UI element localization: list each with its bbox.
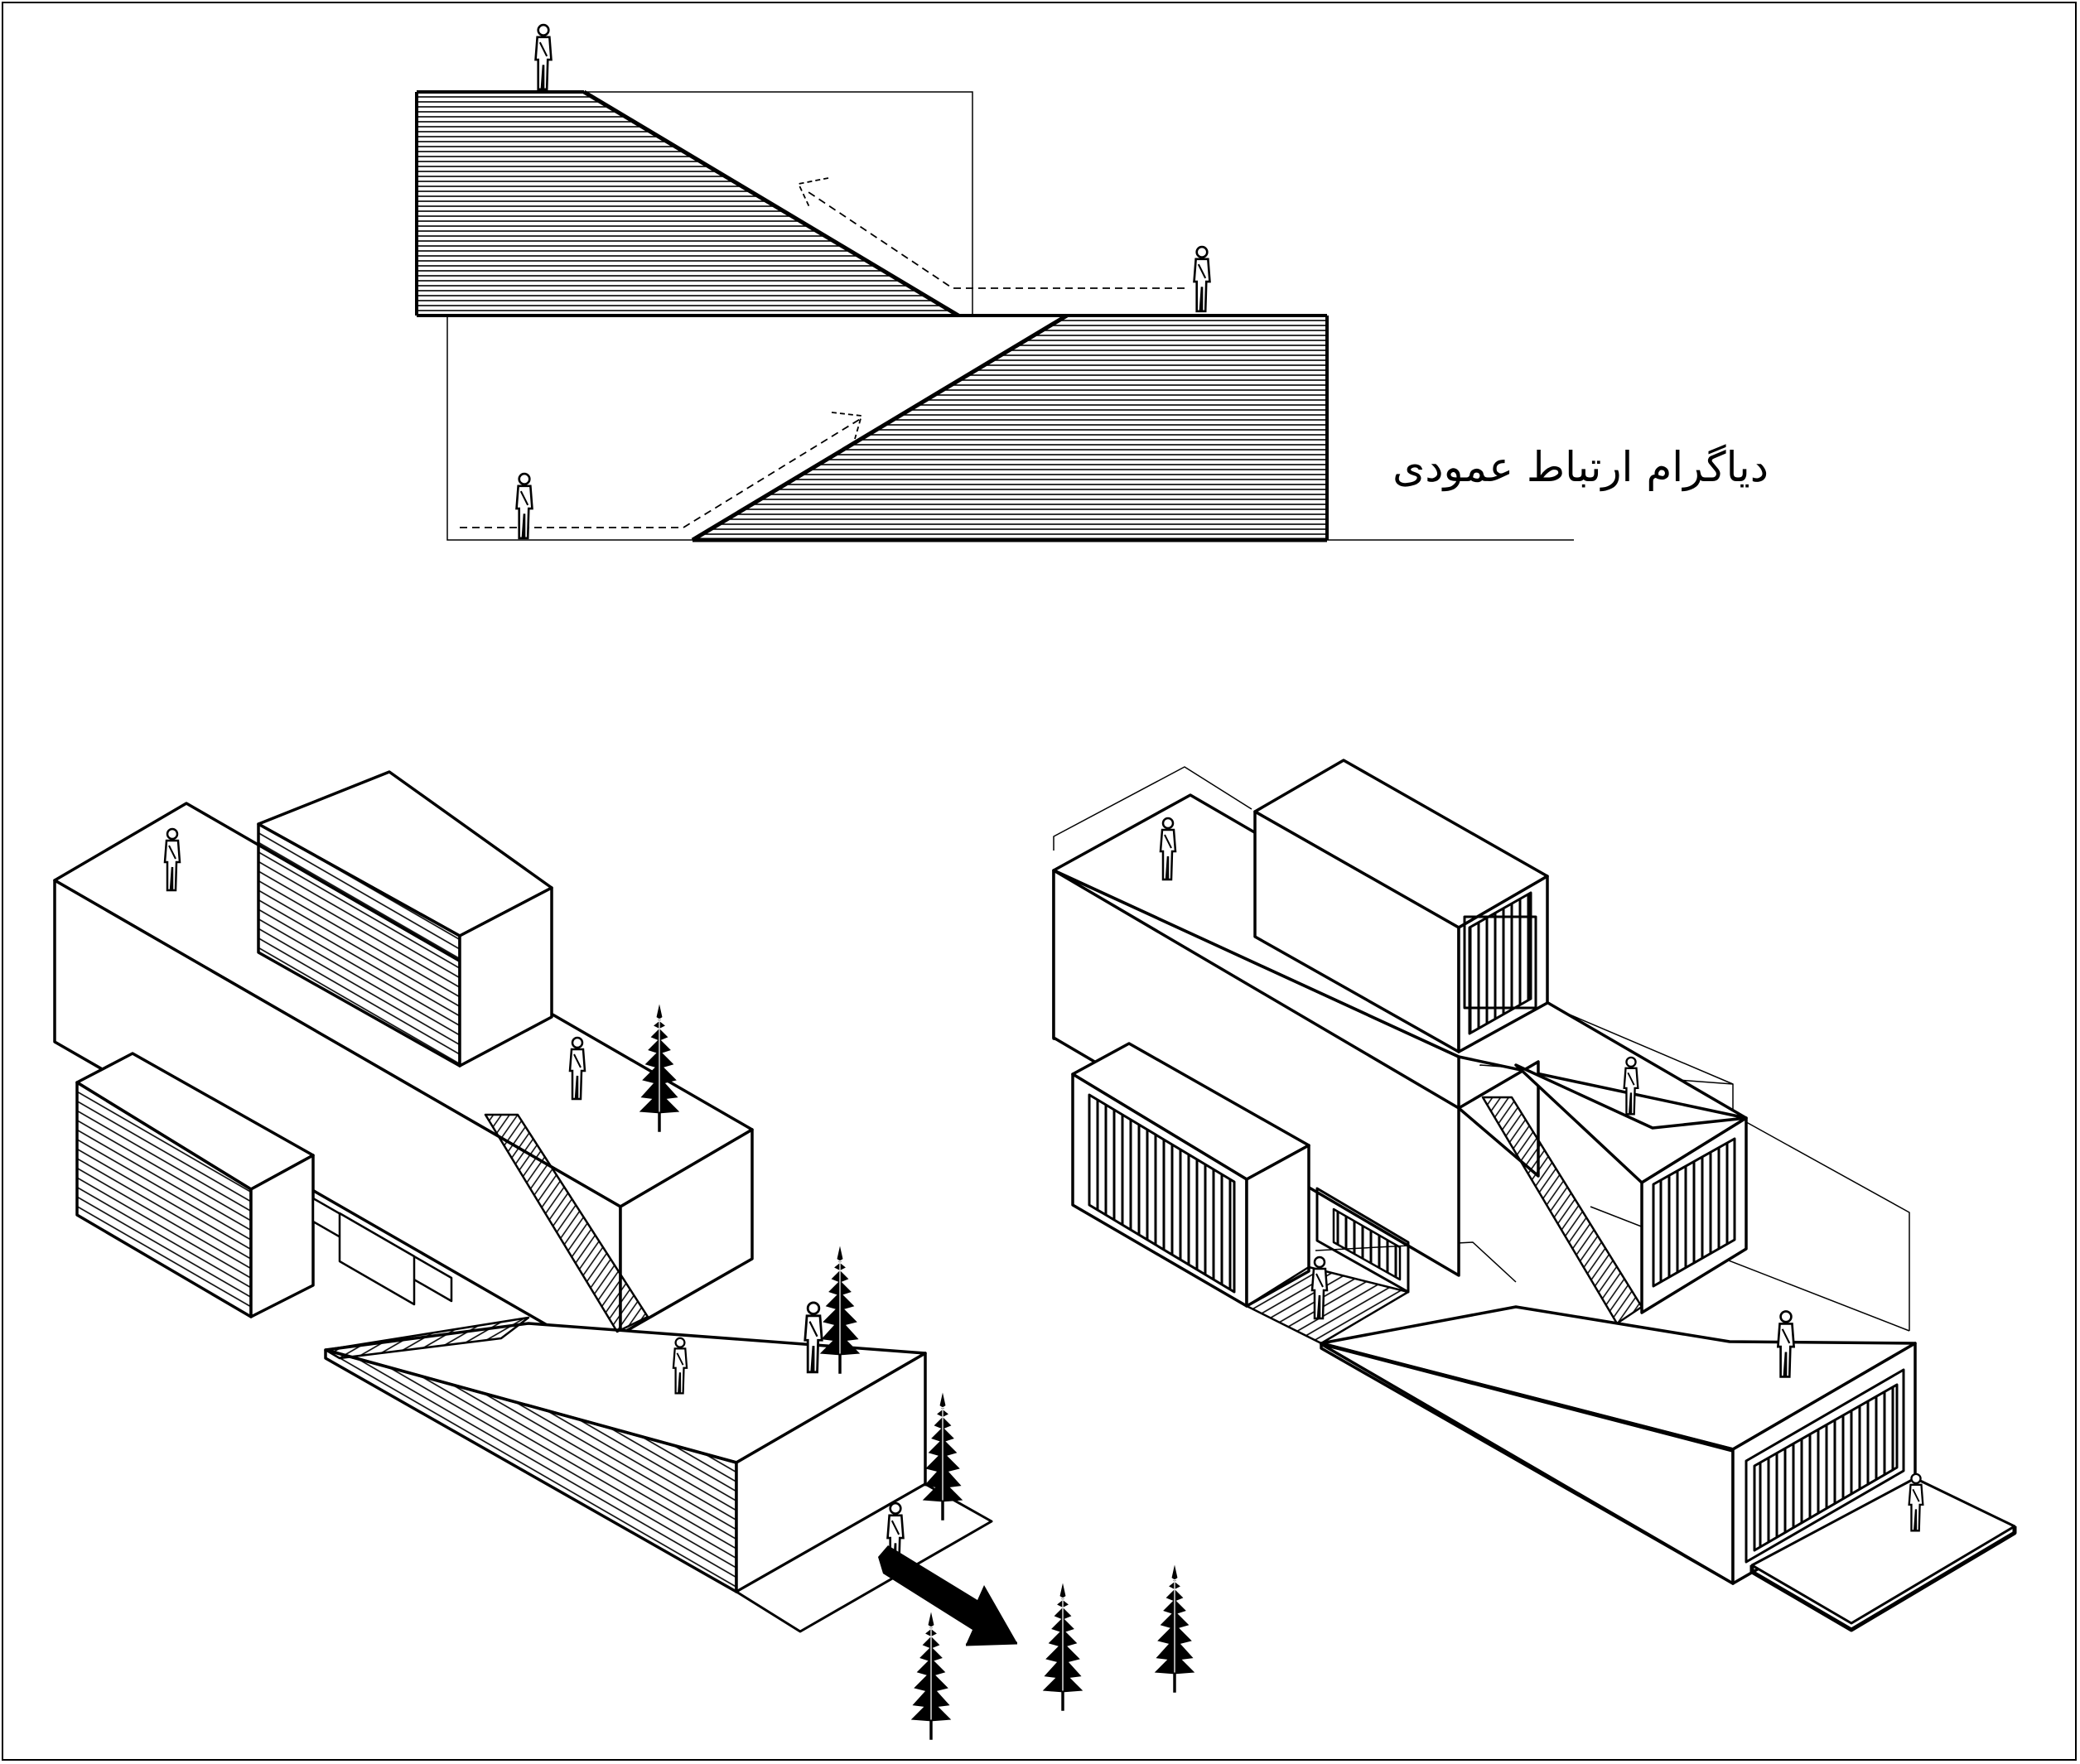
person-figure — [534, 23, 553, 91]
tree-icon — [1042, 1582, 1083, 1712]
diagram-title: دیاگرام ارتباط عمودی — [1392, 443, 1769, 491]
vertical-connection-section — [415, 89, 1574, 542]
facade-axonometric — [1052, 759, 2017, 1632]
tree-icon — [910, 1611, 952, 1741]
person-figure — [1193, 245, 1211, 313]
person-figure — [515, 472, 533, 540]
massing-axonometric — [53, 770, 993, 1633]
entrance-arrow-icon — [878, 1545, 1018, 1646]
tree-icon — [1154, 1564, 1195, 1694]
